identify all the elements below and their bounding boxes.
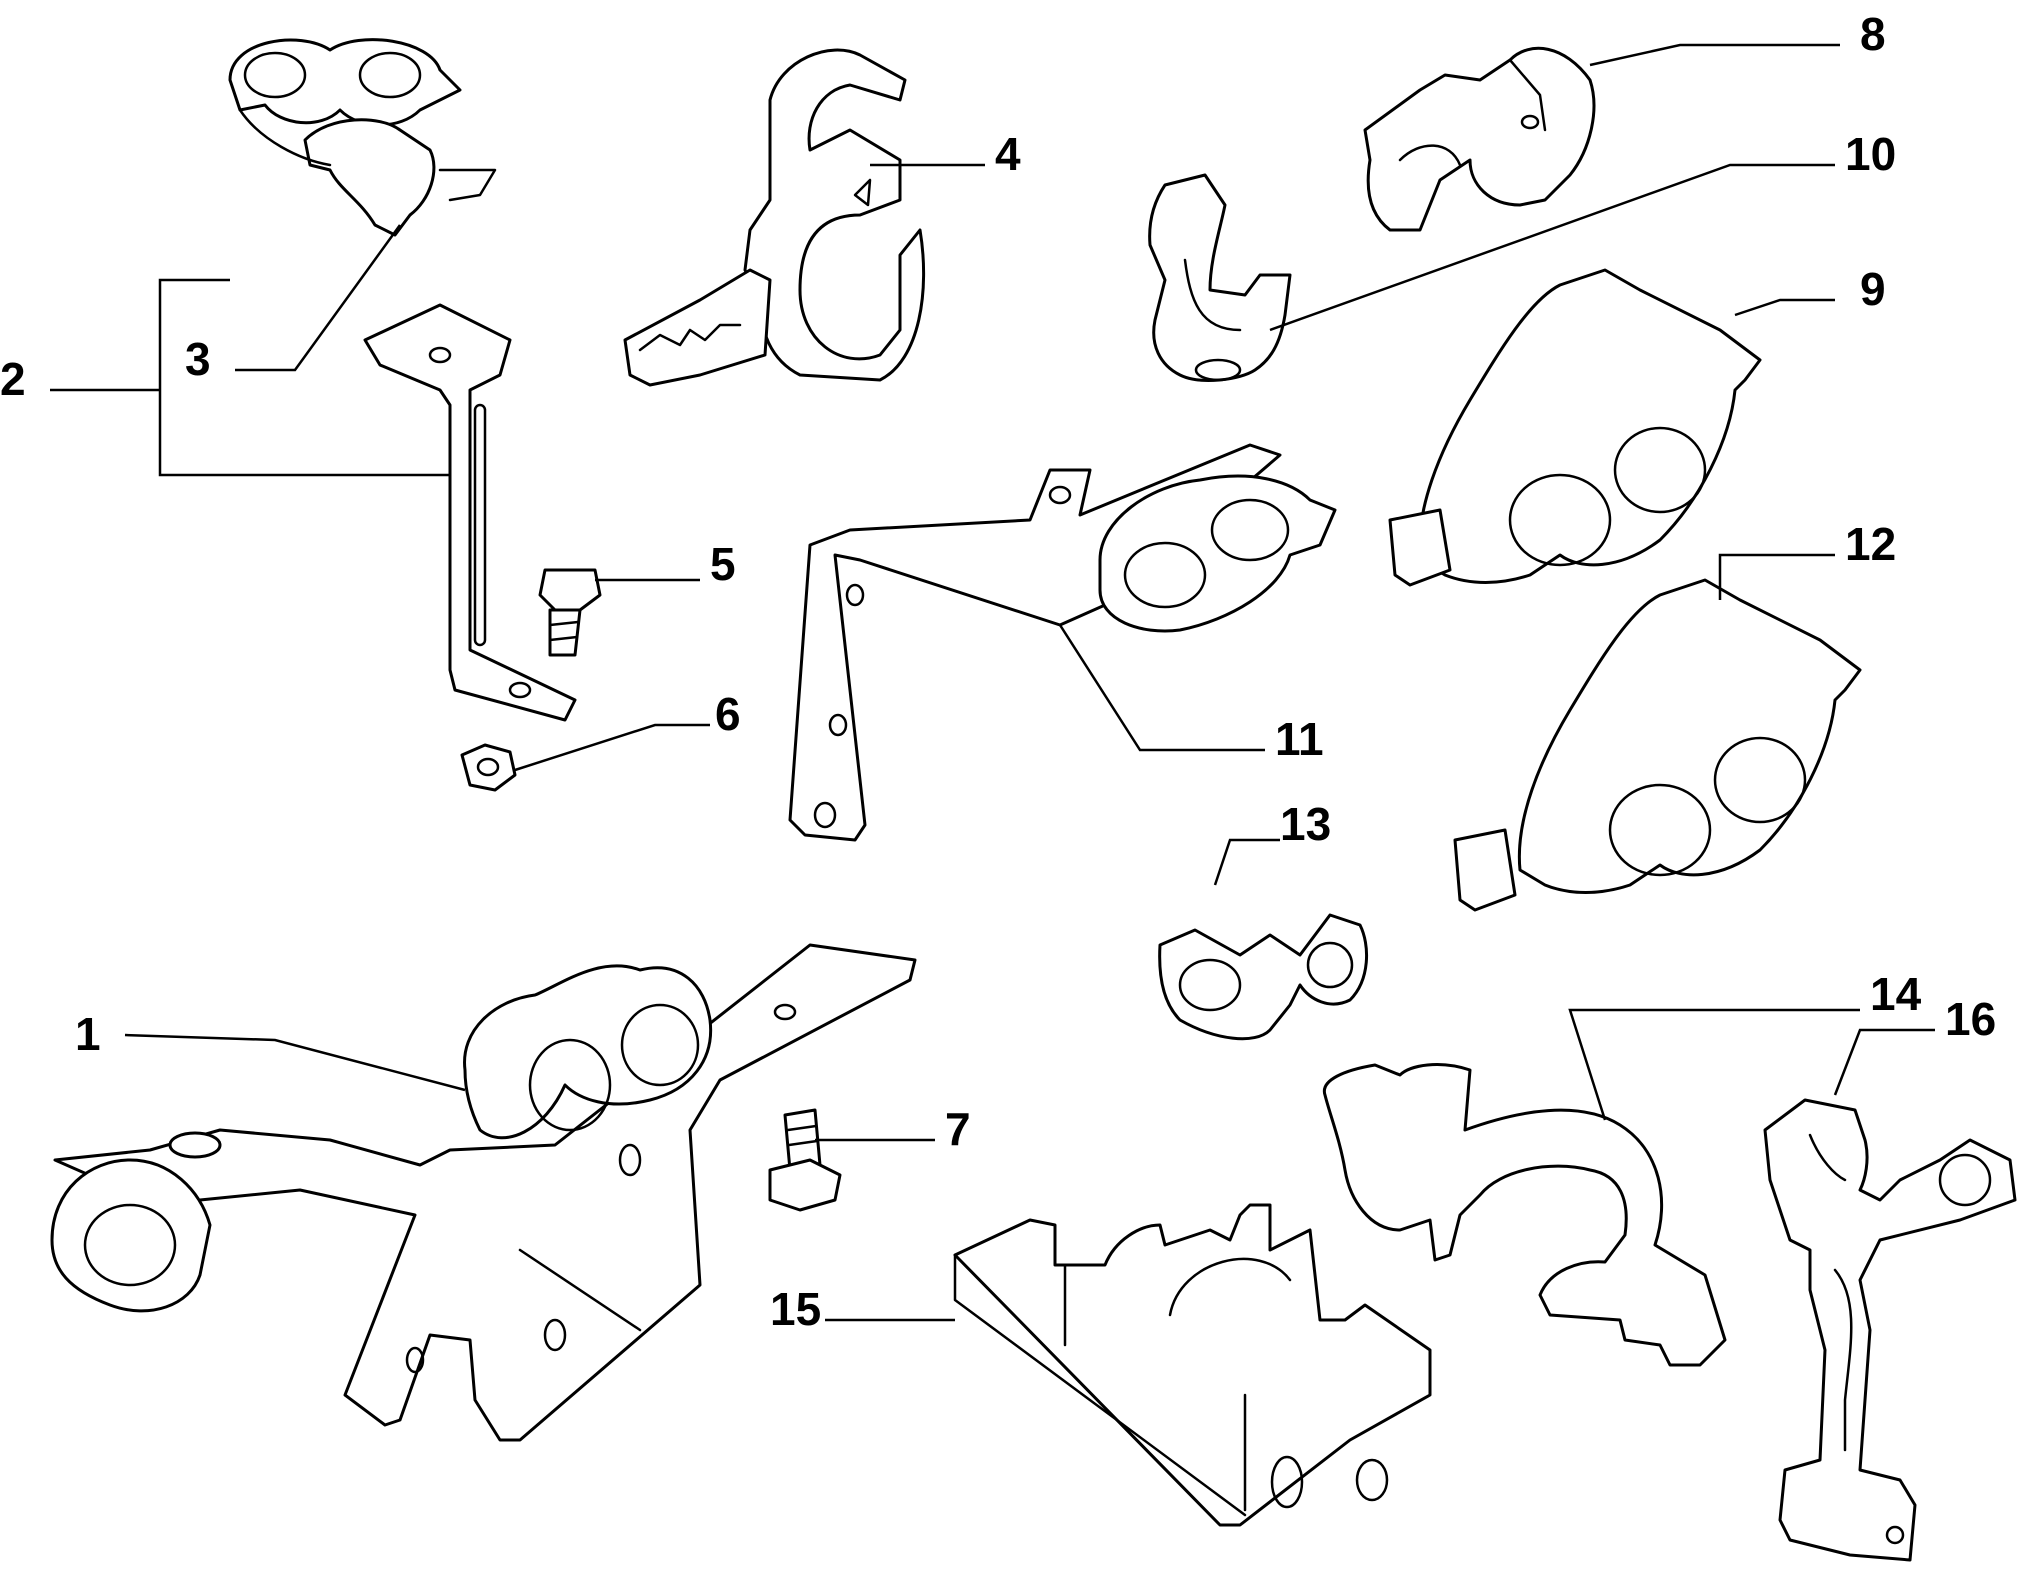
callout-9: 9	[1860, 263, 1886, 315]
leader-10	[1269, 163, 1835, 332]
leader-11	[1058, 624, 1265, 752]
callout-labels: 1 2 3 4 5 6 7 8 9 10 11 12 13 14 15 16	[0, 8, 1996, 1335]
callout-7: 7	[945, 1103, 971, 1155]
part-16-bracket[interactable]	[1763, 1098, 2017, 1562]
callout-15: 15	[770, 1283, 821, 1335]
callout-4: 4	[995, 128, 1021, 180]
part-7-bolt[interactable]	[768, 1108, 842, 1212]
leader-2-bracket-group	[158, 278, 450, 477]
leader-13	[1213, 838, 1280, 886]
part-15-clip-block[interactable]	[953, 1203, 1432, 1527]
leader-6	[514, 723, 710, 772]
callout-16: 16	[1945, 993, 1996, 1045]
callout-13: 13	[1280, 798, 1331, 850]
part-3-double-clamp[interactable]	[228, 38, 497, 237]
callout-12: 12	[1845, 518, 1896, 570]
callout-11: 11	[1275, 713, 1324, 765]
leader-12	[1718, 553, 1835, 600]
callout-10: 10	[1845, 128, 1896, 180]
callout-6: 6	[715, 688, 741, 740]
part-2-bracket[interactable]	[363, 303, 577, 722]
part-11-bracket[interactable]	[788, 443, 1337, 842]
leader-16	[1833, 1028, 1935, 1096]
callout-14: 14	[1870, 968, 1922, 1020]
leader-9	[1734, 298, 1835, 317]
part-10-clip[interactable]	[1148, 173, 1292, 382]
part-13-clip[interactable]	[1158, 913, 1369, 1041]
part-12-clamp[interactable]	[1453, 578, 1862, 912]
part-5-bolt[interactable]	[538, 568, 602, 657]
leader-8	[1589, 43, 1840, 67]
part-14-ring-clip[interactable]	[1322, 1063, 1727, 1367]
part-1-bracket[interactable]	[50, 943, 917, 1442]
callout-2: 2	[0, 353, 26, 405]
callout-1: 1	[75, 1008, 101, 1060]
part-6-nut[interactable]	[460, 743, 517, 792]
leader-lines	[50, 43, 1935, 1322]
part-8-clip[interactable]	[1363, 46, 1596, 232]
leader-1	[124, 1033, 466, 1092]
leader-14	[1568, 1008, 1860, 1121]
part-9-clamp[interactable]	[1388, 268, 1762, 587]
part-4-clip[interactable]	[623, 48, 926, 387]
callout-3: 3	[185, 333, 211, 385]
callout-5: 5	[710, 538, 736, 590]
callout-8: 8	[1860, 8, 1886, 60]
leader-3	[235, 224, 402, 372]
